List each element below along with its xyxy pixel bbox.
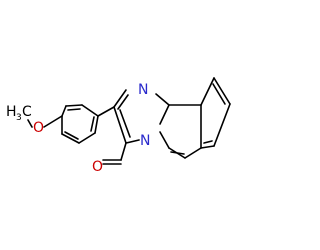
methyl-h-count: 3 xyxy=(16,113,22,123)
bond-c5-c6-inner xyxy=(170,151,185,155)
bond-o-aryl xyxy=(43,115,63,128)
bond-benzo-4 xyxy=(200,145,215,149)
bond-n1-c9b xyxy=(155,93,170,106)
bond-c2-n1-inner xyxy=(117,94,129,110)
bond-c9b-n4 xyxy=(159,104,170,125)
bond-phenyl-2 xyxy=(65,104,83,107)
aldehyde-group xyxy=(102,142,127,165)
bond-benzo-4-inner xyxy=(203,140,213,144)
bond-o-methyl xyxy=(27,119,33,128)
bond-n4-c3 xyxy=(125,139,140,144)
bond-phenyl-4 xyxy=(94,115,99,134)
structure-canvas: H 3 C O N N O xyxy=(6,77,231,175)
imidazoisoquinoline-core xyxy=(97,77,231,159)
bond-phenyl-2-inner xyxy=(67,108,81,111)
ring-n-bridge-label: N xyxy=(140,133,150,149)
aldehyde-o-label: O xyxy=(92,159,103,175)
methyl-h-label: H xyxy=(6,104,17,120)
ring-n-top-label: N xyxy=(138,82,148,98)
molecule-structure: H 3 C O N N O xyxy=(6,77,231,175)
bond-phenyl-4-inner xyxy=(90,116,95,132)
bond-phenyl-1 xyxy=(61,105,67,117)
bond-aryl-c2 xyxy=(97,106,115,117)
bond-benzo-3 xyxy=(213,103,231,147)
bond-n4-c5 xyxy=(159,131,170,149)
bond-c2-n1 xyxy=(113,89,127,108)
bond-phenyl-6 xyxy=(61,133,80,144)
bond-c3-c2 xyxy=(113,106,127,144)
bond-benzo-2-inner xyxy=(212,83,226,105)
bond-benzo-2 xyxy=(213,77,231,105)
ether-o-label: O xyxy=(33,120,44,136)
methoxyphenyl-group xyxy=(27,104,99,144)
bond-phenyl-3 xyxy=(81,104,99,117)
bond-benzo-1 xyxy=(200,77,215,106)
bond-c6-c6a xyxy=(184,147,202,159)
bond-phenyl-6-inner xyxy=(64,131,79,140)
methyl-c-label: C xyxy=(22,104,32,120)
bond-phenyl-5 xyxy=(78,132,96,144)
bond-c3-cho xyxy=(120,142,127,161)
atom-labels: H 3 C O N N O xyxy=(6,82,150,175)
bond-c3-c2-inner xyxy=(119,109,131,138)
